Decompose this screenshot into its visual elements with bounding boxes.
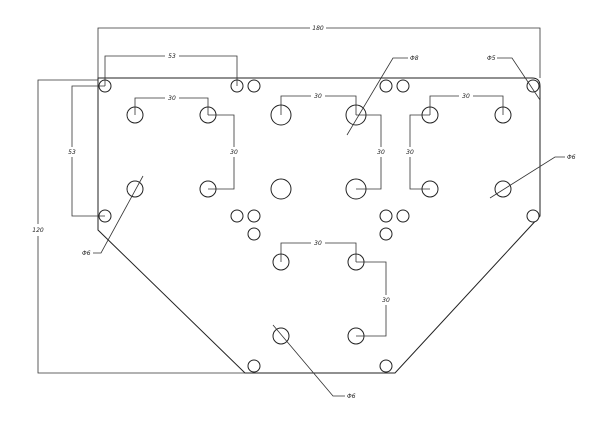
callout-phi8: Φ8 [410,55,419,62]
corner-hole [526,79,540,93]
dim-lower-h: 30 [314,240,322,247]
small-hole [396,209,410,223]
lower-group-hole [272,327,290,345]
dim-right-h: 30 [462,93,470,100]
small-hole [379,209,393,223]
small-hole [247,359,261,373]
dim-middle-h: 30 [314,93,322,100]
dim-overall-height: 120 [32,227,44,234]
right-group-hole [494,180,512,198]
dim-hole-spacing-v: 53 [68,149,76,156]
small-hole [247,227,261,241]
small-hole [247,209,261,223]
small-hole [230,209,244,223]
small-hole [396,79,410,93]
callout-phi5: Φ5 [487,55,496,62]
small-hole [379,79,393,93]
dim-middle-v: 30 [377,149,385,156]
plate-outline [97,77,541,374]
dim-right-v: 30 [406,149,414,156]
small-hole [247,79,261,93]
left-group-hole [126,180,144,198]
holes [98,79,540,373]
callout-phi6-bottom: Φ6 [347,393,356,400]
dimension-lines [37,27,541,374]
callouts: Φ8 Φ5 Φ6 Φ6 Φ6 [82,55,576,400]
corner-hole [526,209,540,223]
dim-lower-v: 30 [382,297,390,304]
small-hole [379,359,393,373]
dim-left-v: 30 [230,149,238,156]
callout-phi6-right: Φ6 [567,154,576,161]
small-hole [379,227,393,241]
dim-hole-spacing-h: 53 [168,53,176,60]
middle-group-hole [270,178,292,200]
dim-overall-width: 180 [312,25,324,32]
dimension-labels: 180 53 53 120 30 30 30 30 30 30 30 30 [32,24,473,305]
callout-phi6-left: Φ6 [82,250,91,257]
dim-left-h: 30 [168,95,176,102]
